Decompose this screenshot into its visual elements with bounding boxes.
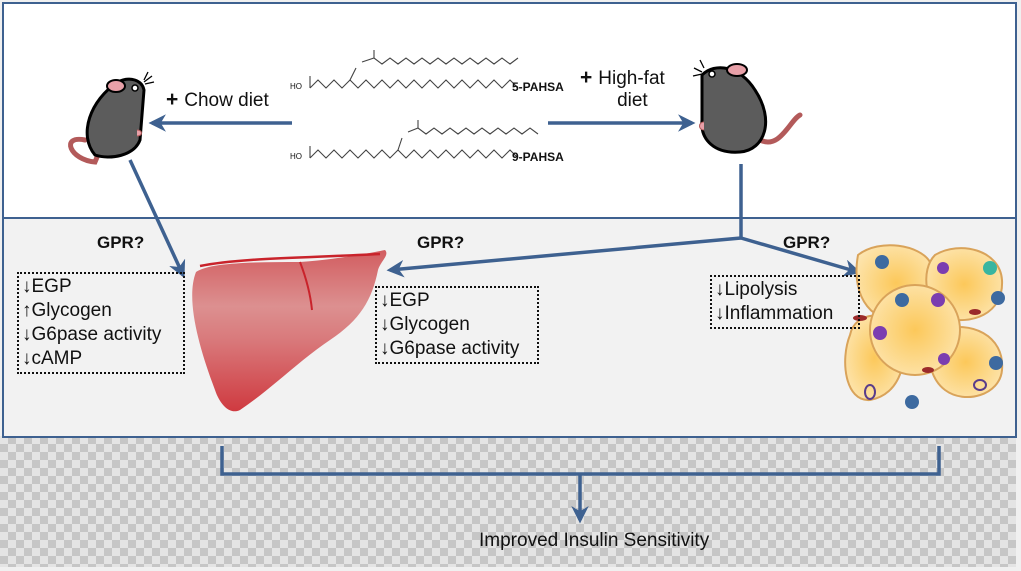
molecule-name-5-pahsa: 5-PAHSA — [512, 80, 564, 94]
plus-sign: + — [580, 66, 593, 89]
adipose-tissue-icon — [844, 244, 1005, 409]
effect-g6pase: ↓G6pase activity — [380, 338, 520, 359]
molecule-name-9-pahsa: 9-PAHSA — [512, 150, 564, 164]
gpr-label-hfd-liver: GPR? — [417, 233, 465, 252]
hfd-liver-effects-box: ↓EGP ↓Glycogen ↓G6pase activity — [375, 286, 539, 364]
chow-diet-label: +Chow diet — [166, 88, 269, 112]
liver-icon — [192, 250, 387, 412]
chow-diet-text: Chow diet — [184, 90, 269, 111]
transparent-background — [0, 436, 1016, 567]
acid-group-label-5: HO — [290, 82, 302, 91]
diet-text: diet — [617, 90, 648, 111]
high-fat-diet-label: +High-fat diet — [580, 66, 665, 112]
acid-group-label-9: HO — [290, 152, 302, 161]
arrow-hfd-to-adipose — [740, 236, 862, 277]
arrow-hfd-to-liver — [386, 236, 742, 278]
effect-g6pase: ↓G6pase activity — [22, 324, 162, 345]
adipose-effects-box: ↓Lipolysis ↓Inflammation — [710, 275, 860, 329]
plus-sign: + — [166, 88, 179, 111]
effect-egp: ↓EGP — [22, 276, 72, 297]
effect-glycogen: ↓Glycogen — [380, 314, 470, 335]
arrow-chow-to-liver — [128, 159, 186, 279]
chow-mouse-icon — [68, 71, 155, 165]
top-panel-treatment — [2, 2, 1017, 218]
effect-camp: ↓cAMP — [22, 348, 83, 369]
effect-egp: ↓EGP — [380, 290, 430, 311]
gpr-label-chow-liver: GPR? — [97, 233, 145, 252]
high-fat-text: High-fat — [598, 68, 665, 89]
molecule-9-pahsa — [309, 120, 539, 159]
molecule-5-pahsa — [309, 50, 519, 89]
effect-inflammation: ↓Inflammation — [715, 303, 834, 324]
effect-glycogen: ↑Glycogen — [22, 300, 112, 321]
hfd-mouse-icon — [692, 59, 803, 154]
chow-liver-effects-box: ↓EGP ↑Glycogen ↓G6pase activity ↓cAMP — [17, 272, 185, 374]
gpr-label-adipose: GPR? — [783, 233, 831, 252]
result-label: Improved Insulin Sensitivity — [479, 530, 710, 551]
result-bracket — [220, 446, 941, 476]
effect-lipolysis: ↓Lipolysis — [715, 279, 798, 300]
